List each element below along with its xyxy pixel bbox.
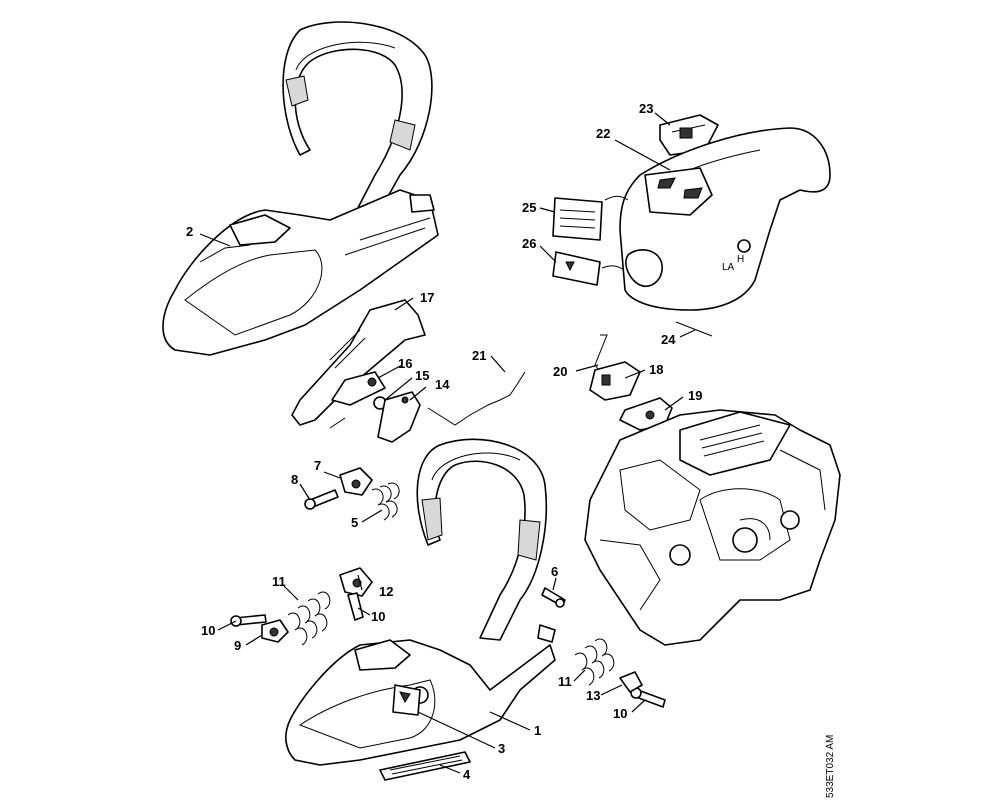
callout-leader-lines	[199, 112, 696, 774]
spring-and-fastener-parts	[230, 467, 666, 708]
callout-19: 19	[688, 388, 702, 403]
callout-18: 18	[649, 362, 663, 377]
callout-26: 26	[522, 236, 536, 251]
callout-3: 3	[498, 741, 505, 756]
callout-8: 8	[291, 472, 298, 487]
callout-23: 23	[639, 101, 653, 116]
callout-14: 14	[435, 377, 450, 392]
callout-12: 12	[379, 584, 393, 599]
callout-9: 9	[234, 638, 241, 653]
callout-1: 1	[534, 723, 541, 738]
engine-block	[584, 409, 841, 646]
control-lever-assembly	[589, 334, 673, 431]
callout-15: 15	[415, 368, 429, 383]
callout-10-center: 10	[371, 609, 385, 624]
callout-16: 16	[398, 356, 412, 371]
callout-labels: 1 2 3 4 5 6 7 8 9 10 10 10 11 11 12 13 1…	[186, 101, 702, 782]
callout-17: 17	[420, 290, 434, 305]
callout-6: 6	[551, 564, 558, 579]
callout-11-left: 11	[272, 574, 286, 589]
callout-22: 22	[596, 126, 610, 141]
callout-10-right: 10	[613, 706, 627, 721]
callout-24: 24	[661, 332, 676, 347]
throttle-parts-assembly	[291, 299, 526, 443]
shroud-cover-assembly: LA H	[552, 114, 831, 337]
callout-4: 4	[463, 767, 471, 782]
cover-marking-la: LA	[722, 262, 735, 273]
callout-21: 21	[472, 348, 486, 363]
callout-7: 7	[314, 458, 321, 473]
callout-2: 2	[186, 224, 193, 239]
callout-25: 25	[522, 200, 536, 215]
upper-handle-assembly	[162, 21, 439, 356]
callout-20: 20	[553, 364, 567, 379]
callout-11-right: 11	[558, 674, 572, 689]
cover-marking-h: H	[737, 254, 744, 265]
callout-13: 13	[586, 688, 600, 703]
lower-handle-assembly	[285, 438, 556, 781]
callout-5: 5	[351, 515, 358, 530]
document-id: 533ET032 AM	[825, 735, 836, 798]
callout-10-left: 10	[201, 623, 215, 638]
